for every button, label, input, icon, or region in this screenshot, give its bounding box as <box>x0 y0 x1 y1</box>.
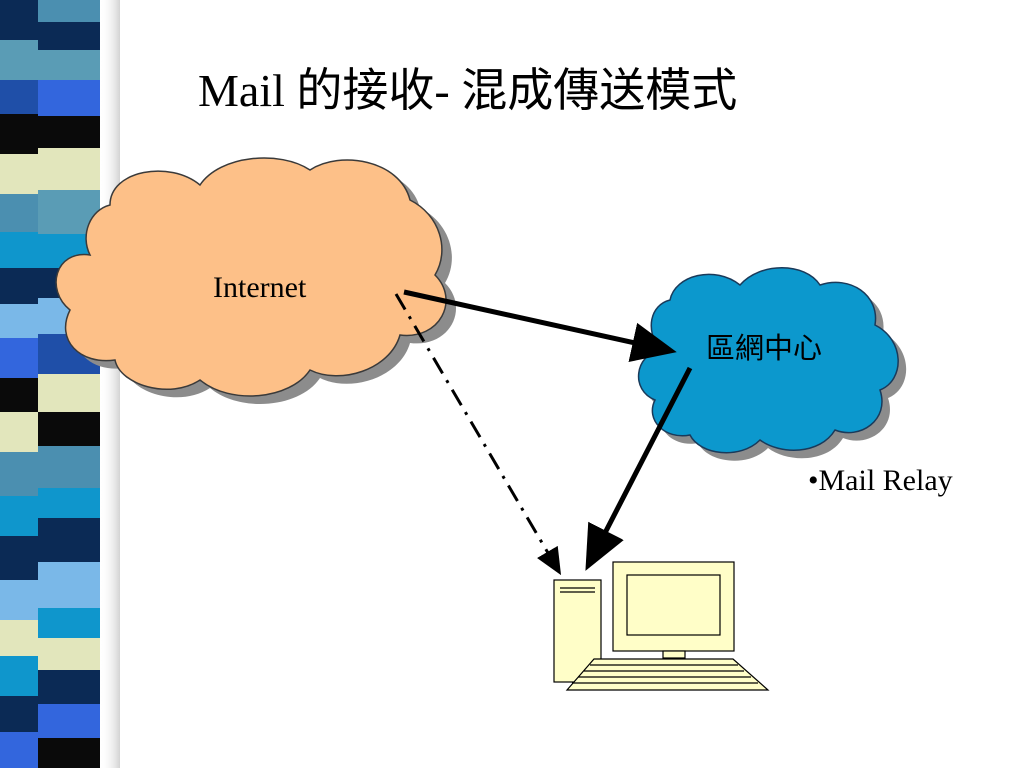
client-computer-icon <box>553 561 770 691</box>
regional-center-label: 區網中心 <box>706 333 823 365</box>
regional-center-cloud-icon <box>638 267 907 461</box>
arrow-internet-to-regional-center <box>403 289 677 362</box>
slide-title: Mail 的接收- 混成傳送模式 <box>198 65 738 116</box>
internet-label: Internet <box>213 271 307 304</box>
mail-relay-bullet: •Mail Relay <box>808 464 953 497</box>
arrow-regional-center-to-client <box>585 366 693 571</box>
arrow-internet-to-client-direct <box>394 293 562 576</box>
internet-cloud-icon <box>55 157 457 405</box>
